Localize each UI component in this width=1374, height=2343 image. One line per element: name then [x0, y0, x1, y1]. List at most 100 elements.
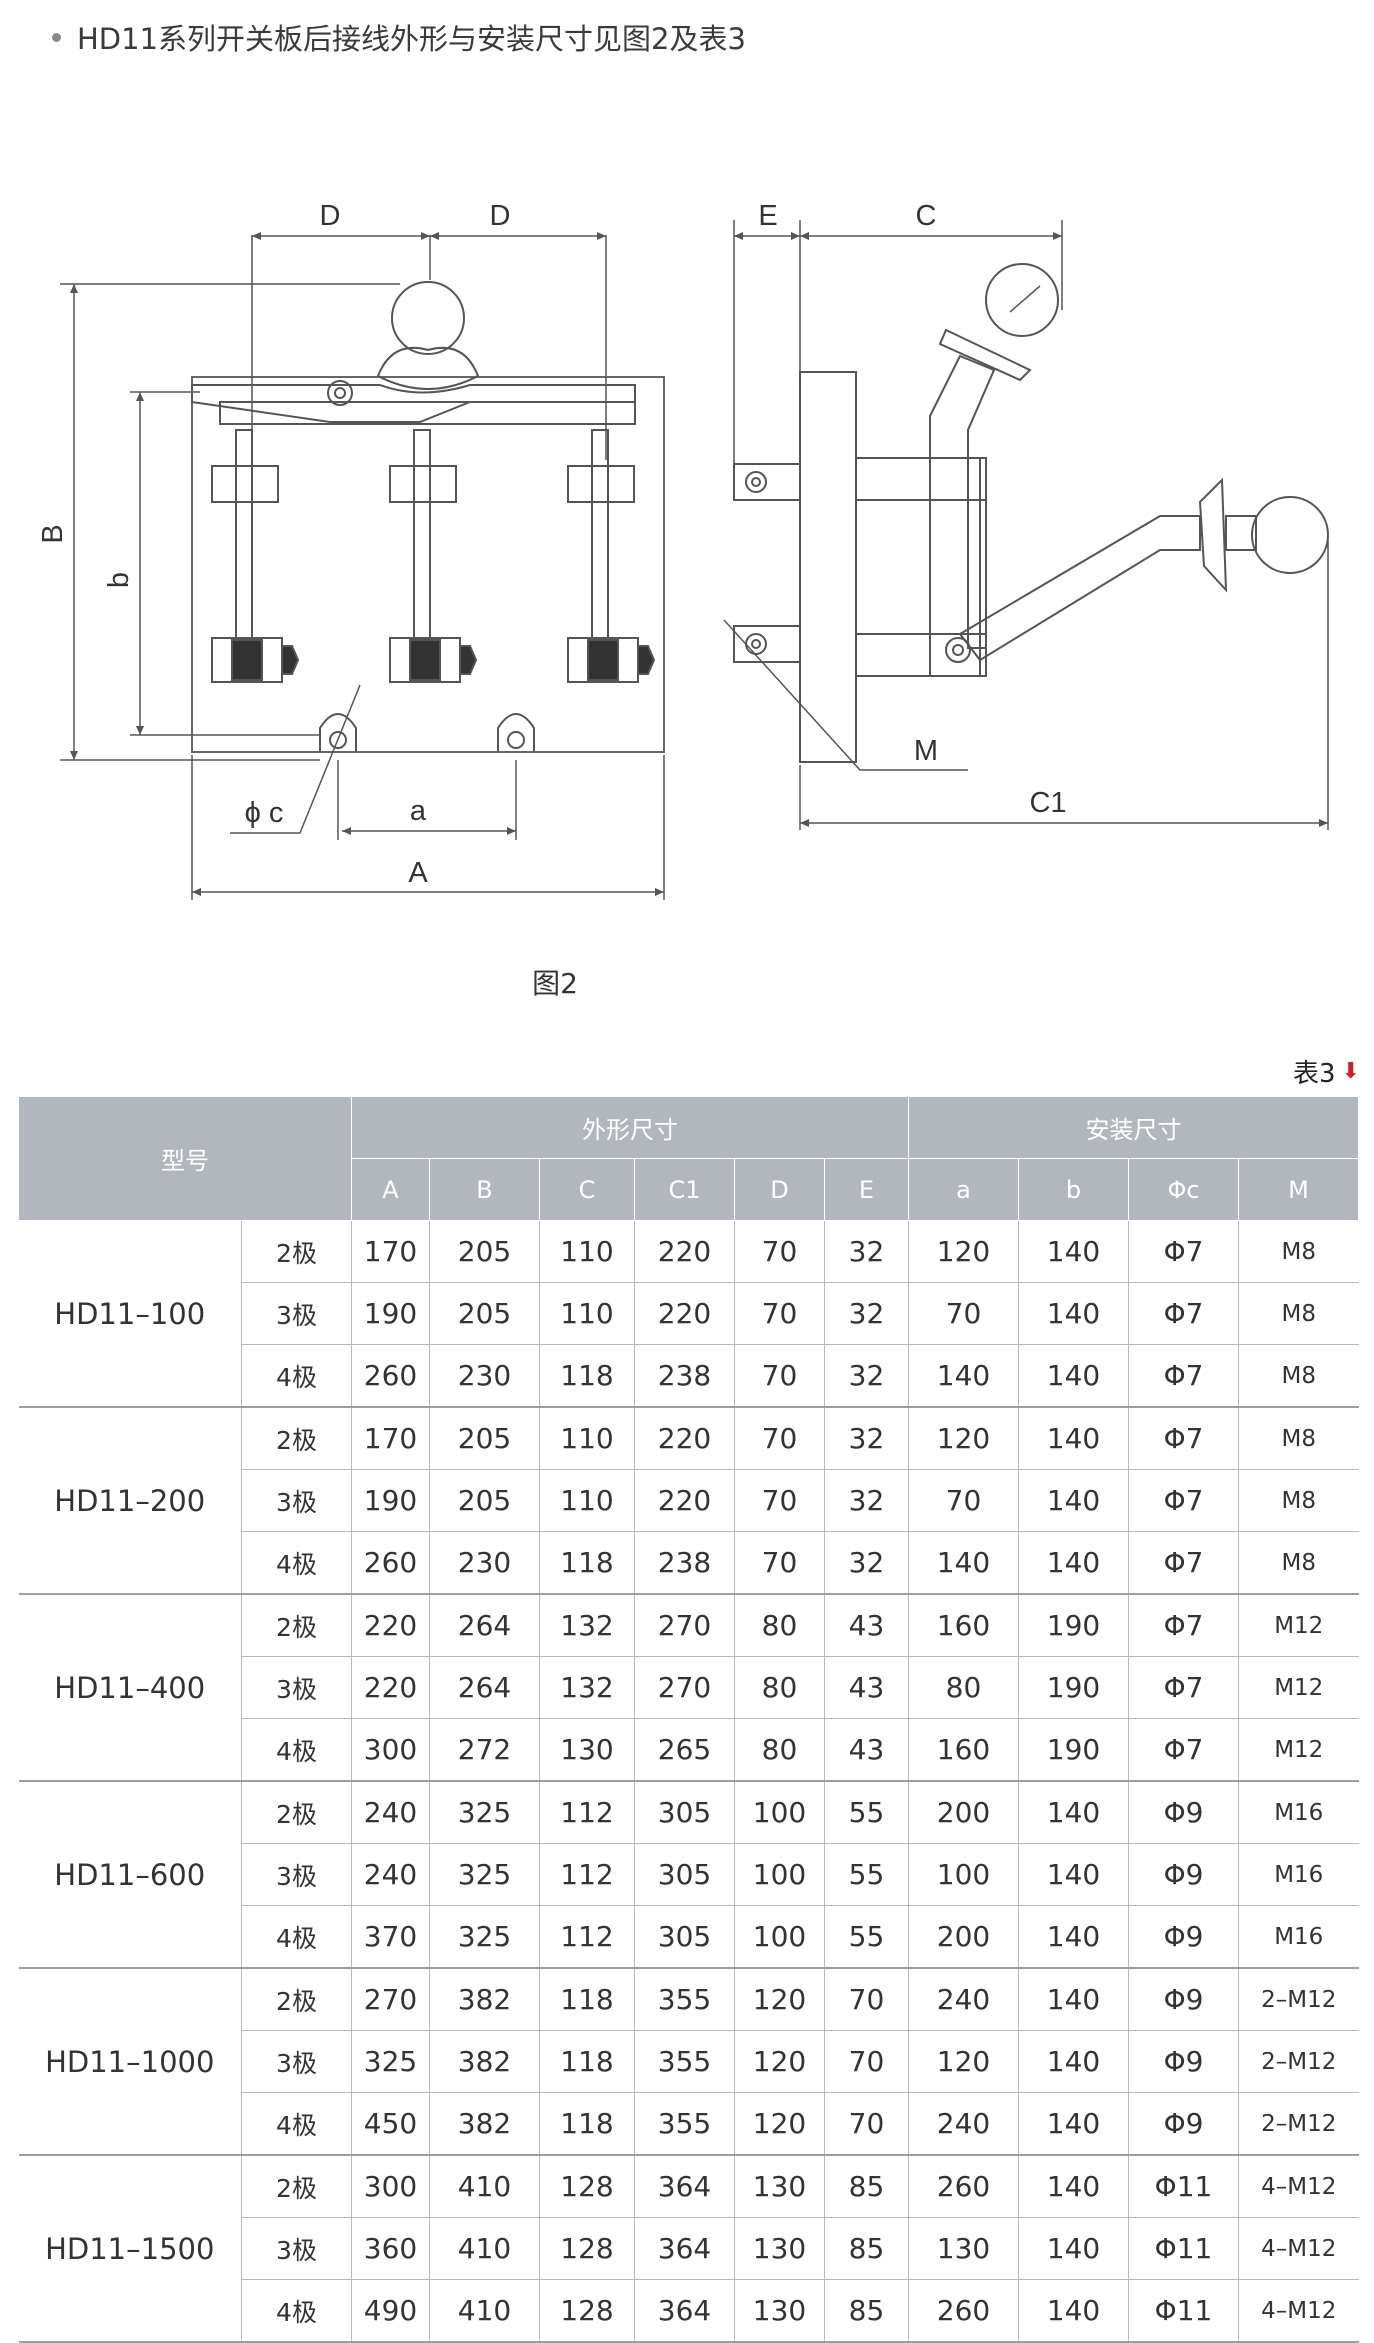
value-cell: 85 — [824, 2217, 909, 2280]
table-label-text: 表3 — [1293, 1059, 1336, 1089]
pole-right — [567, 429, 656, 683]
value-cell: Φ9 — [1128, 1905, 1239, 1969]
label-phic: ϕ c — [245, 797, 284, 829]
column-header: b — [1018, 1158, 1129, 1221]
value-cell: 130 — [908, 2217, 1019, 2280]
value-cell: 364 — [634, 2217, 735, 2280]
value-cell: 305 — [634, 1843, 735, 1906]
value-cell: M16 — [1238, 1781, 1359, 1844]
value-cell: 140 — [1018, 1282, 1129, 1345]
value-cell: 270 — [351, 1968, 430, 2031]
pole-cell: 3极 — [241, 1656, 352, 1719]
value-cell: 220 — [634, 1220, 735, 1283]
value-cell: 325 — [351, 2030, 430, 2093]
value-cell: Φ9 — [1128, 1781, 1239, 1844]
value-cell: 132 — [539, 1594, 635, 1657]
value-cell: 4–M12 — [1238, 2279, 1359, 2343]
value-cell: 140 — [1018, 1344, 1129, 1408]
value-cell: 85 — [824, 2279, 909, 2343]
figure-caption: 图2 — [532, 967, 578, 1000]
value-cell: 220 — [351, 1594, 430, 1657]
value-cell: Φ9 — [1128, 1968, 1239, 2031]
value-cell: 120 — [908, 1407, 1019, 1470]
table-label: 表3 ⬇ — [1293, 1053, 1360, 1090]
column-header: C1 — [634, 1158, 735, 1221]
value-cell: 370 — [351, 1905, 430, 1969]
value-cell: 272 — [429, 1718, 540, 1782]
value-cell: 170 — [351, 1220, 430, 1283]
label-E: E — [758, 200, 777, 232]
value-cell: 2–M12 — [1238, 1968, 1359, 2031]
label-B: B — [37, 524, 69, 543]
value-cell: 70 — [734, 1282, 825, 1345]
value-cell: 410 — [429, 2217, 540, 2280]
pole-cell: 4极 — [241, 2279, 352, 2343]
value-cell: Φ11 — [1128, 2279, 1239, 2343]
value-cell: 382 — [429, 1968, 540, 2031]
value-cell: 240 — [351, 1843, 430, 1906]
value-cell: 220 — [351, 1656, 430, 1719]
value-cell: 110 — [539, 1469, 635, 1532]
value-cell: M12 — [1238, 1594, 1359, 1657]
value-cell: 43 — [824, 1718, 909, 1782]
value-cell: 264 — [429, 1656, 540, 1719]
value-cell: 55 — [824, 1905, 909, 1969]
pole-cell: 4极 — [241, 2092, 352, 2156]
column-header: a — [908, 1158, 1019, 1221]
value-cell: 160 — [908, 1594, 1019, 1657]
heading-text: HD11系列开关板后接线外形与安装尺寸见图2及表3 — [77, 22, 746, 56]
value-cell: 130 — [734, 2279, 825, 2343]
value-cell: 160 — [908, 1718, 1019, 1782]
value-cell: 140 — [1018, 2279, 1129, 2343]
value-cell: 205 — [429, 1469, 540, 1532]
column-header: Φc — [1128, 1158, 1239, 1221]
value-cell: 140 — [1018, 1905, 1129, 1969]
value-cell: 325 — [429, 1843, 540, 1906]
value-cell: 70 — [908, 1282, 1019, 1345]
value-cell: 270 — [634, 1656, 735, 1719]
column-header: E — [824, 1158, 909, 1221]
label-C1: C1 — [1029, 787, 1066, 819]
value-cell: 200 — [908, 1905, 1019, 1969]
value-cell: 205 — [429, 1282, 540, 1345]
value-cell: 80 — [734, 1656, 825, 1719]
value-cell: 240 — [908, 2092, 1019, 2156]
value-cell: 410 — [429, 2155, 540, 2218]
value-cell: 205 — [429, 1407, 540, 1470]
model-cell: HD11–600 — [18, 1781, 242, 1969]
value-cell: 382 — [429, 2092, 540, 2156]
label-M: M — [914, 735, 938, 767]
value-cell: Φ7 — [1128, 1220, 1239, 1283]
value-cell: 260 — [908, 2279, 1019, 2343]
value-cell: M8 — [1238, 1220, 1359, 1283]
value-cell: M8 — [1238, 1282, 1359, 1345]
value-cell: 32 — [824, 1469, 909, 1532]
front-view — [60, 232, 665, 900]
value-cell: 128 — [539, 2279, 635, 2343]
value-cell: 325 — [429, 1905, 540, 1969]
section-heading: HD11系列开关板后接线外形与安装尺寸见图2及表3 — [52, 16, 746, 58]
value-cell: 260 — [351, 1531, 430, 1595]
pole-left — [211, 429, 300, 683]
model-cell: HD11–1500 — [18, 2155, 242, 2343]
value-cell: 70 — [734, 1220, 825, 1283]
value-cell: 355 — [634, 1968, 735, 2031]
pole-cell: 3极 — [241, 2217, 352, 2280]
value-cell: 190 — [351, 1282, 430, 1345]
value-cell: 118 — [539, 1531, 635, 1595]
label-A: A — [408, 857, 428, 889]
value-cell: 355 — [634, 2092, 735, 2156]
value-cell: 200 — [908, 1781, 1019, 1844]
column-header: C — [539, 1158, 635, 1221]
value-cell: 100 — [734, 1781, 825, 1844]
pole-cell: 4极 — [241, 1344, 352, 1408]
value-cell: 170 — [351, 1407, 430, 1470]
